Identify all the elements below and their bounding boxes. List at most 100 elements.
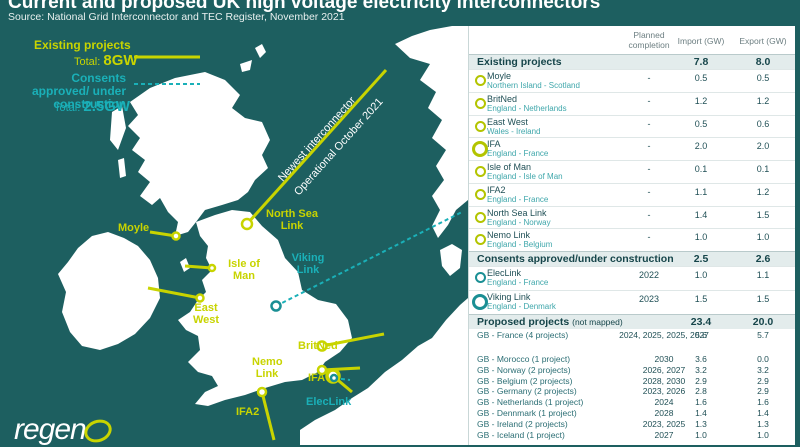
project-route: England - Denmark [487,302,556,311]
marker-isle-of-man [207,263,217,273]
project-route: England - Norway [487,217,551,227]
proposed-name: GB - Norway (2 projects) [477,364,571,375]
project-completion: - [647,118,651,129]
project-completion: 2022 [638,270,660,280]
marker-nemo [316,364,328,376]
project-import: 0.1 [694,164,708,174]
proposed-import: 1.4 [695,408,707,418]
label-eleclink: ElecLink [306,396,352,408]
section-proposed-note: (not mapped) [572,317,623,327]
marker-east-west [195,293,205,303]
proposed-completion: 2026, 2027 [642,364,686,375]
project-completion: - [647,186,651,197]
project-marker-icon [472,141,488,158]
label-east-west: East West [192,302,220,326]
project-export: 1.0 [756,232,770,243]
landmass-scotland [128,72,270,236]
proposed-row: GB - Morocco (1 project) 2030 3.6 0.0 [469,354,795,365]
legend-consents-total-prefix: Total: [54,102,84,114]
project-import: 1.2 [694,95,708,106]
regen-logo: regen [14,413,115,447]
project-import: 1.0 [694,270,708,280]
project-name: Nemo Link [487,230,531,241]
header-completion: Planned completion [628,30,670,50]
landmass-england-wales [178,210,352,406]
proposed-import: 3.2 [695,364,707,375]
project-route: England - Isle of Man [487,172,563,181]
page-title: Current and proposed UK high voltage ele… [8,0,601,13]
proposed-name: GB - Belgium (2 projects) [477,375,573,386]
label-nemo-link: Nemo Link [252,356,283,380]
section-consents-label: Consents approved/under construction [477,253,674,265]
legend-existing-total: Total: 8GW [74,52,138,69]
project-export: 1.1 [756,270,770,280]
proposed-export: 3.2 [757,364,769,375]
proposed-name: GB - Netherlands (1 project) [477,397,584,408]
landmass-isle-of-man [180,258,190,272]
label-north-sea-link: North Sea Link [266,208,318,232]
logo-text: regen [14,413,87,446]
project-route: England - France [487,194,549,204]
label-moyle: Moyle [118,222,150,234]
project-marker-icon [475,188,486,200]
marker-eleclink [329,373,339,383]
project-route: Wales - Ireland [487,126,541,136]
project-marker-icon [475,166,486,177]
proposed-export: 0.0 [757,354,769,364]
project-export: 1.5 [756,209,770,220]
section-existing-label: Existing projects [477,56,562,68]
project-export: 1.2 [756,95,770,106]
project-completion: - [647,95,651,106]
project-completion: - [647,209,651,220]
label-britned: BritNed [298,340,338,352]
proposed-row: GB - Norway (2 projects) 2026, 2027 3.2 3.2 [469,365,795,376]
line-north-sea-link [245,68,388,226]
proposed-name: GB - Dennmark (1 project) [477,408,577,418]
project-import: 0.5 [694,118,708,129]
proposed-name: GB - Germany (2 projects) [477,386,577,397]
proposed-completion: 2030 [654,354,674,364]
project-import: 1.0 [694,232,708,243]
line-isle-of-man [184,264,213,270]
landmass-scandinavia [395,26,468,238]
proposed-import: 3.6 [695,354,707,364]
marker-moyle [171,231,181,241]
proposed-export: 1.4 [757,408,769,418]
marker-viking-link [270,300,282,312]
project-route: England - Belgium [487,240,553,250]
legend-consents-total-value: 2.5GW [83,98,131,115]
landmass-denmark [440,244,462,276]
proposed-import: 5.6 [695,330,707,340]
proposed-row: GB - France (4 projects)2024, 2025, 2025… [469,330,795,354]
project-export: 2.0 [756,141,770,152]
proposed-export: 2.9 [757,386,769,397]
project-route: Northern Island - Scotland [487,81,580,90]
project-import: 1.4 [694,209,708,220]
proposed-name: GB - France (4 projects) [477,330,569,340]
project-import: 1.5 [694,294,708,304]
project-marker-icon [475,211,486,223]
marker-ifa2 [256,386,268,398]
proposed-export: 1.3 [757,418,769,429]
line-nemo [321,366,361,372]
project-completion: - [647,141,651,152]
line-britned [321,332,385,348]
project-marker-icon [475,75,486,86]
project-name: North Sea Link [487,207,547,218]
proposed-export: 1.0 [757,429,769,440]
proposed-import: 2.8 [695,386,707,397]
proposed-name: GB - Morocco (1 project) [477,354,571,364]
project-export: 0.1 [756,164,770,174]
label-ifa2: IFA2 [236,406,260,418]
